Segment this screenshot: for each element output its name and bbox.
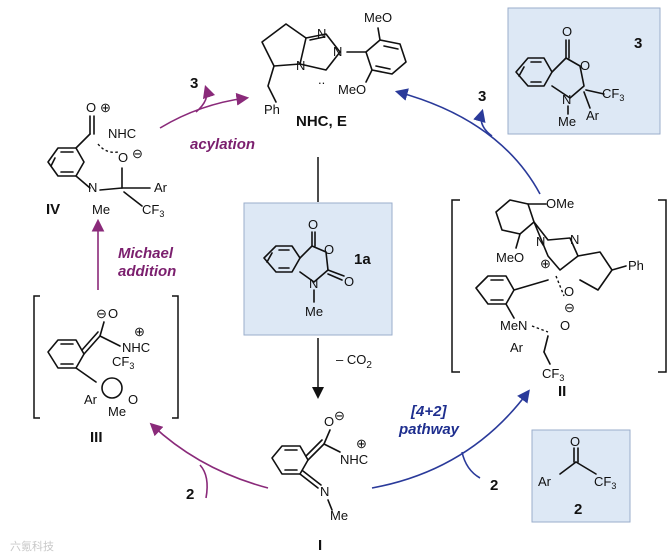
svg-text:⊕: ⊕ [134,324,145,339]
svg-text:O: O [564,284,574,299]
label-3-box: 3 [634,35,642,52]
nhc-ph: Ph [264,102,280,117]
nhc-ome-bottom: MeO [338,82,366,97]
II-men: MeN [500,318,527,333]
svg-text:O: O [108,306,118,321]
arrow-2-into-right [461,451,481,479]
III-me: Me [108,404,126,419]
IV-ar: Ar [154,180,168,195]
intermediate-III: ⊖ O ⊕ NHC CF3 Ar O Me III [33,295,179,446]
intermediate-IV: O ⊕ NHC O ⊖ N Ar CF3 Me IV [46,100,168,219]
product-3: O O N Me CF3 Ar 3 [507,7,661,135]
svg-text:O: O [324,242,334,257]
svg-text:O: O [86,100,96,115]
III-o: O [128,392,138,407]
intermediate-II: OMe MeO N N ⊕ Ph O ⊖ MeN O Ar CF3 II [451,196,667,400]
II-ph: Ph [628,258,644,273]
svg-text:O: O [580,58,590,73]
arrow-3-out-right [473,108,493,137]
svg-text:O: O [324,414,334,429]
number-3-left: 3 [190,75,198,92]
arrow-2-into-left [199,464,208,499]
svg-text:N: N [88,180,97,195]
svg-text:O: O [308,217,318,232]
svg-text:N: N [333,44,342,59]
svg-text:N: N [296,58,305,73]
svg-text:N: N [536,234,545,249]
svg-text:⊖: ⊖ [96,306,107,321]
svg-text:⊖: ⊖ [334,408,345,423]
intermediate-I: O ⊖ ⊕ NHC N Me I [271,408,368,554]
I-me: Me [330,508,348,523]
svg-text:⊖: ⊖ [564,300,575,315]
reagent-2: O Ar CF3 2 [531,429,631,523]
IV-nhc: NHC [108,126,136,141]
nhc-ome-top: MeO [364,10,392,25]
substrate-1a: O O O N Me 1a [243,202,393,336]
svg-text:N: N [570,232,579,247]
nhc-catalyst-E: N N N .. Ph MeO MeO NHC, E [261,10,407,130]
product-ar: Ar [586,108,600,123]
svg-text:O: O [344,274,354,289]
IV-me: Me [92,202,110,217]
arrow-IV-to-E [159,92,250,129]
svg-text:⊖: ⊖ [132,146,143,161]
step-pathway-2: pathway [398,421,460,438]
II-ar: Ar [510,340,524,355]
label-IV: IV [46,201,60,218]
III-ar: Ar [84,392,98,407]
svg-text:N: N [317,26,326,41]
step-michael-2: addition [118,263,176,280]
step-acylation: acylation [190,136,255,153]
svg-text:CF3: CF3 [112,354,134,371]
step-pathway-1: [4+2] [410,403,447,420]
svg-text:N: N [320,484,329,499]
II-ome-bottom: MeO [496,250,524,265]
co2-loss: – CO2 [336,352,372,371]
I-nhc: NHC [340,452,368,467]
nhc-title: NHC, E [296,113,347,130]
label-III: III [90,429,103,446]
label-1a: 1a [354,251,371,268]
label-II: II [558,383,566,400]
II-ome-top: OMe [546,196,574,211]
number-2-left: 2 [186,486,194,503]
number-3-right: 3 [478,88,486,105]
II-cf3: CF3 [542,366,564,383]
number-2-right: 2 [490,477,498,494]
reagent-cf3: CF3 [594,474,616,491]
svg-text:⊕: ⊕ [100,100,111,115]
arrow-I-to-II [371,389,530,489]
arrow-II-to-E [394,88,541,195]
svg-text:O: O [570,434,580,449]
watermark: 六氪科技 [10,539,54,553]
cycle-arrows [91,84,541,499]
svg-text:⊕: ⊕ [540,256,551,271]
product-me: Me [558,114,576,129]
svg-text:O: O [560,318,570,333]
reagent-ar: Ar [538,474,552,489]
svg-text:N: N [562,92,571,107]
arrow-I-to-III [149,422,269,489]
arrow-3-out-left [195,84,216,113]
svg-text:..: .. [318,72,325,87]
svg-text:O: O [118,150,128,165]
III-nhc: NHC [122,340,150,355]
svg-text:N: N [309,276,318,291]
label-I: I [318,537,322,554]
svg-text:O: O [562,24,572,39]
svg-text:Me: Me [305,304,323,319]
label-2-box: 2 [574,501,582,518]
svg-text:⊕: ⊕ [356,436,367,451]
step-michael-1: Michael [118,245,174,262]
product-cf3: CF3 [602,86,624,103]
IV-cf3: CF3 [142,202,164,219]
